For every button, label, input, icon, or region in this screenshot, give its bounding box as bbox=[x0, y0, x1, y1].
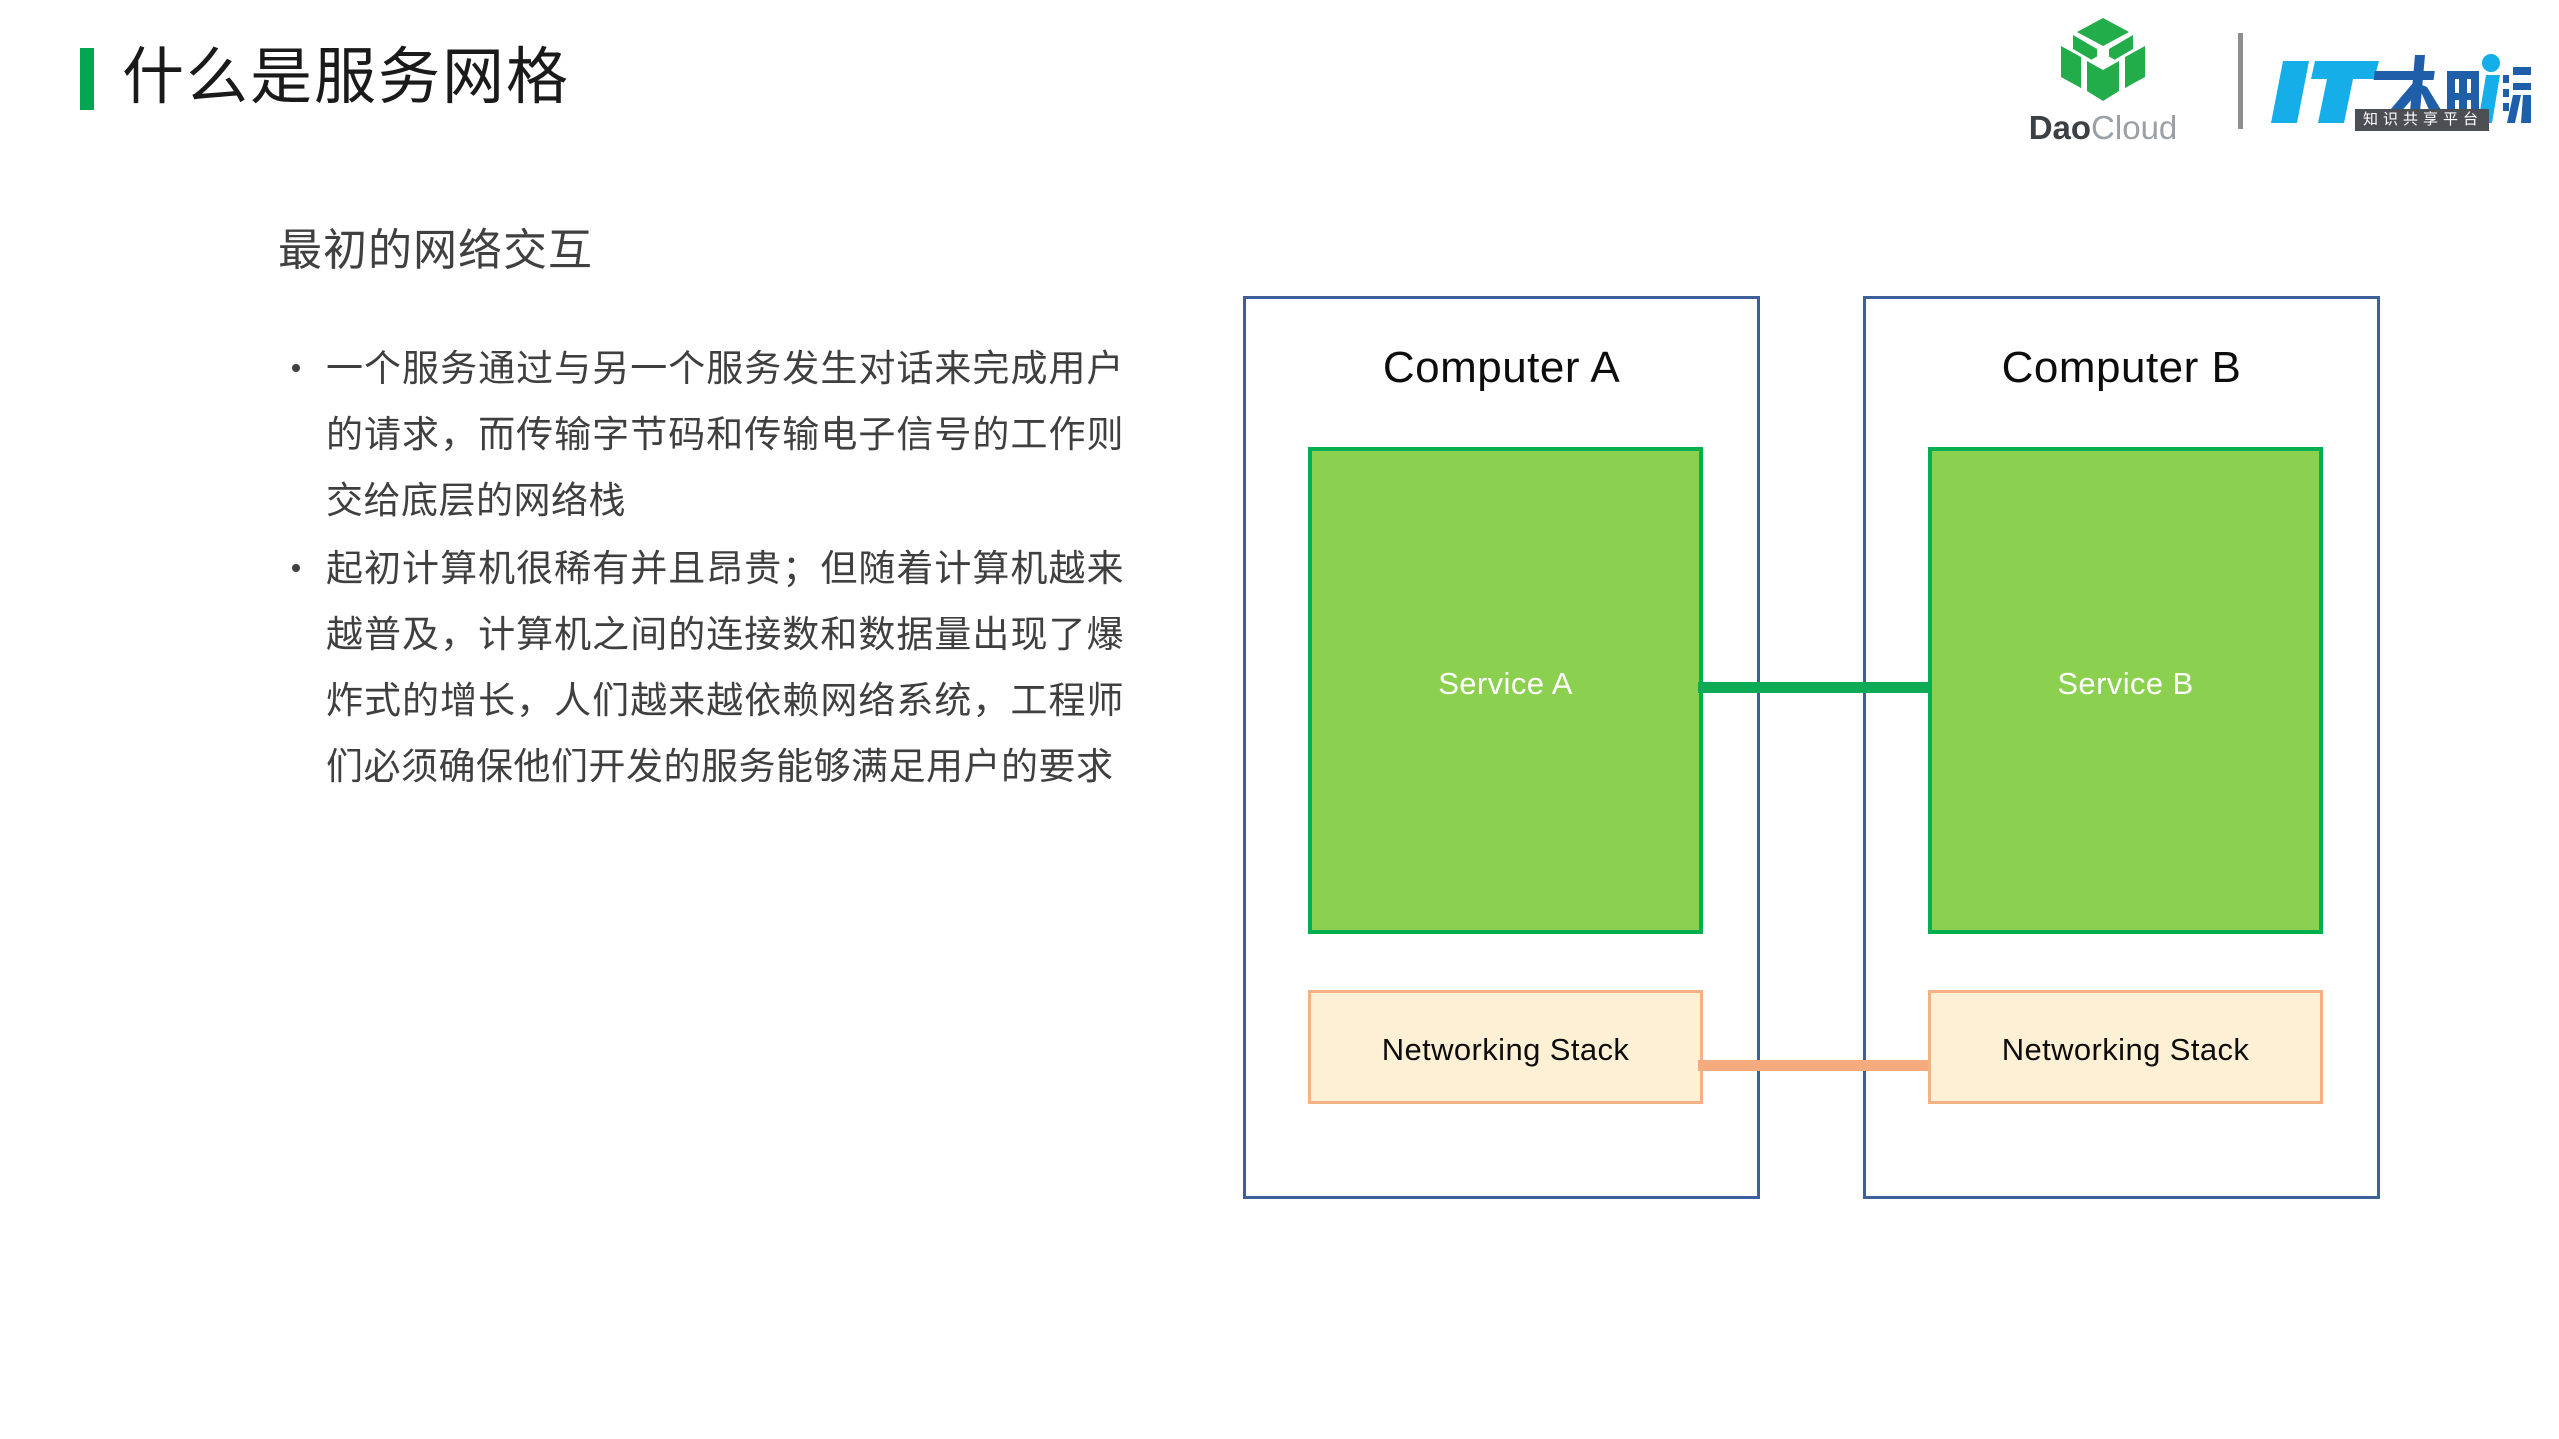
networking-stack-b-label: Networking Stack bbox=[2001, 1032, 2250, 1067]
daocloud-name-light: Cloud bbox=[2091, 109, 2178, 146]
network-diagram: Computer A Service A Networking Stack Co… bbox=[1243, 296, 2380, 1201]
service-a-box: Service A bbox=[1308, 447, 1703, 934]
list-item-text: 起初计算机很稀有并且昂贵；但随着计算机越来越普及，计算机之间的连接数和数据量出现… bbox=[326, 548, 1124, 787]
page-title: 什么是服务网格 bbox=[122, 43, 571, 112]
service-b-box: Service B bbox=[1928, 447, 2323, 934]
itdakashuo-logo: 知识共享平台 bbox=[2269, 27, 2531, 135]
green-cube-icon bbox=[2061, 18, 2145, 101]
daocloud-logo: DaoCloud bbox=[1988, 16, 2232, 146]
service-a-label: Service A bbox=[1438, 666, 1573, 701]
networking-stack-b-box: Networking Stack bbox=[1928, 990, 2323, 1104]
brand-logo-area: DaoCloud bbox=[1988, 16, 2531, 146]
computer-b-title: Computer B bbox=[2001, 343, 2242, 392]
computer-a-title: Computer A bbox=[1382, 343, 1621, 392]
bullet-dot-icon bbox=[292, 364, 300, 372]
networking-stack-a-label: Networking Stack bbox=[1381, 1032, 1630, 1067]
list-item: 起初计算机很稀有并且昂贵；但随着计算机越来越普及，计算机之间的连接数和数据量出现… bbox=[284, 536, 1124, 800]
computer-b-container: Computer B Service B Networking Stack bbox=[1863, 296, 2380, 1199]
networking-stack-link-connector bbox=[1698, 1060, 1928, 1071]
computer-a-container: Computer A Service A Networking Stack bbox=[1243, 296, 1760, 1199]
title-accent-bar bbox=[80, 48, 94, 110]
daocloud-wordmark: DaoCloud bbox=[2029, 110, 2178, 146]
bullet-dot-icon bbox=[292, 564, 300, 572]
bullet-list: 一个服务通过与另一个服务发生对话来完成用户的请求，而传输字节码和传输电子信号的工… bbox=[284, 336, 1124, 802]
service-b-label: Service B bbox=[2057, 666, 2194, 701]
service-link-connector bbox=[1698, 682, 1928, 693]
logo-divider bbox=[2238, 33, 2243, 129]
itdakashuo-tagline: 知识共享平台 bbox=[2355, 109, 2490, 131]
list-item-text: 一个服务通过与另一个服务发生对话来完成用户的请求，而传输字节码和传输电子信号的工… bbox=[326, 348, 1124, 521]
list-item: 一个服务通过与另一个服务发生对话来完成用户的请求，而传输字节码和传输电子信号的工… bbox=[284, 336, 1124, 534]
networking-stack-a-box: Networking Stack bbox=[1308, 990, 1703, 1104]
content-heading: 最初的网络交互 bbox=[278, 226, 593, 275]
daocloud-name-bold: Dao bbox=[2028, 109, 2092, 146]
